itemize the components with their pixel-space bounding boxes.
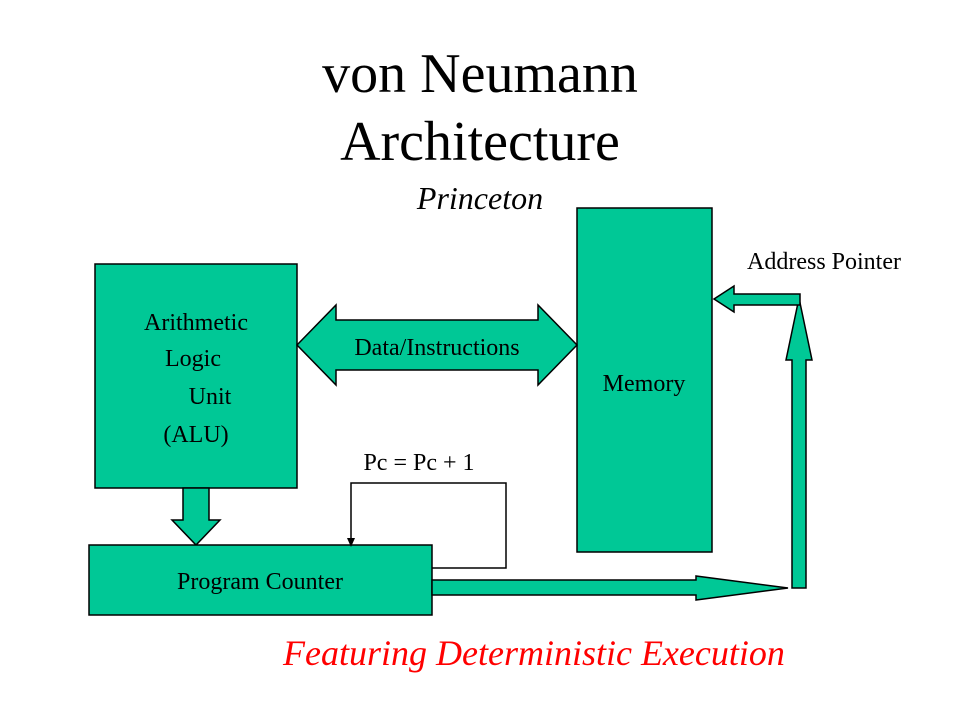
slide-title-line-2: Architecture (340, 111, 620, 173)
address-up-arrow (785, 297, 813, 589)
data-instructions-arrow (295, 303, 579, 387)
slide-title-line-1: von Neumann (322, 43, 638, 105)
alu-label-line-2: Logic (165, 346, 221, 372)
alu-to-pc-arrow (170, 487, 222, 547)
increment-loop-line (350, 482, 507, 569)
memory-label: Memory (603, 371, 686, 397)
memory-block (576, 207, 713, 553)
program-counter-label: Program Counter (177, 569, 343, 595)
alu-label-line-4: (ALU) (163, 422, 228, 448)
address-pointer-label: Address Pointer (747, 249, 901, 275)
program-counter-block (88, 544, 433, 616)
slide-subtitle: Princeton (416, 180, 544, 216)
alu-label-line-3: Unit (189, 384, 232, 410)
pc-to-address-arrow (431, 575, 789, 601)
increment-arrowhead (347, 538, 355, 547)
footer-text: Featuring Deterministic Execution (283, 633, 785, 673)
alu-label-line-1: Arithmetic (144, 310, 248, 336)
alu-block (94, 263, 298, 489)
address-pointer-arrow (712, 284, 801, 314)
increment-label: Pc = Pc + 1 (363, 450, 474, 476)
data-instructions-label: Data/Instructions (354, 335, 519, 361)
